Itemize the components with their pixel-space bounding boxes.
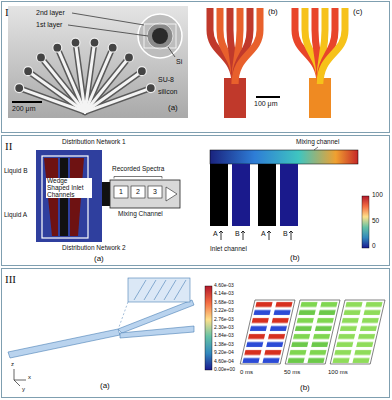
mixer-schematic: [36, 150, 180, 242]
panel-number: III: [2, 272, 19, 286]
figure-label: A: [261, 230, 266, 237]
figure-label: Mixing Channel: [118, 211, 163, 218]
figure-label: 1: [119, 188, 123, 195]
figure-label: 0: [372, 243, 376, 250]
figure-label: Liquid B: [4, 168, 28, 175]
figure-label: 3.22e-03: [214, 308, 234, 313]
figure-label: 1st layer: [36, 21, 62, 28]
figure-label: z: [11, 361, 14, 367]
panel-frame: II: [1, 135, 390, 266]
figure-label: 4.60e-04: [214, 359, 234, 364]
mixing-simulation: [210, 147, 369, 248]
figure-label: 0 ms: [240, 369, 253, 375]
figure-label: A: [213, 230, 218, 237]
figure-label: Inlet channel: [210, 246, 247, 253]
figure-label: silicon: [158, 88, 177, 95]
flow-simulation-b: [210, 8, 280, 118]
flow-simulation-c: [295, 8, 345, 118]
figure-label: 1.38e-03: [214, 342, 234, 347]
figure-label: 3: [153, 188, 157, 195]
figure-label: Distribution Network 1: [62, 139, 126, 146]
figure-label: (b): [268, 8, 278, 16]
figure-label: (a): [94, 255, 104, 263]
figure-label: (a): [168, 104, 178, 112]
figure-label: (b): [290, 254, 300, 262]
channel-geometry: [8, 278, 212, 386]
figure-label: 100: [372, 192, 383, 199]
panel-frame: III: [1, 268, 390, 398]
figure-label: SU-8: [158, 76, 174, 83]
time-series-slabs: [240, 300, 385, 364]
figure-label: 200 μm: [12, 105, 36, 112]
figure-label: 2: [136, 188, 140, 195]
figure-label: 3.68e-03: [214, 300, 234, 305]
figure-label: 1.84e-03: [214, 333, 234, 338]
figure-label: 50 ms: [284, 369, 300, 375]
figure-label: 9.20e-04: [214, 350, 234, 355]
figure-label: 2nd layer: [36, 9, 65, 16]
figure-label: (c): [353, 8, 362, 16]
figure-label: Liquid A: [4, 212, 27, 219]
figure-label: Si: [176, 58, 182, 65]
figure-label: Wedge Shaped Inlet Channels: [46, 178, 92, 198]
figure-label: 0.00e+00: [214, 367, 235, 372]
figure-label: y: [22, 386, 25, 392]
figure-label: Distribution Network 2: [62, 245, 126, 252]
figure-label: Mixing channel: [296, 139, 339, 146]
figure-label: (a): [100, 382, 110, 390]
sem-image: [8, 6, 188, 118]
figure-label: Recorded Spectra: [112, 166, 164, 173]
figure-label: B: [283, 230, 288, 237]
figure-label: x: [28, 374, 31, 380]
panel-number: II: [2, 139, 15, 153]
figure-label: 100 ms: [328, 369, 348, 375]
figure-label: (b): [300, 384, 310, 392]
figure-label: 2.76e-03: [214, 317, 234, 322]
panel-number: I: [2, 5, 12, 19]
figure-label: 50: [372, 218, 379, 225]
figure-label: 4.14e-03: [214, 291, 234, 296]
panel-frame: I: [1, 1, 390, 133]
figure-label: 4.60e-03: [214, 283, 234, 288]
figure-label: B: [235, 230, 240, 237]
figure-label: 2.30e-03: [214, 325, 234, 330]
figure-label: 100 μm: [254, 100, 278, 107]
